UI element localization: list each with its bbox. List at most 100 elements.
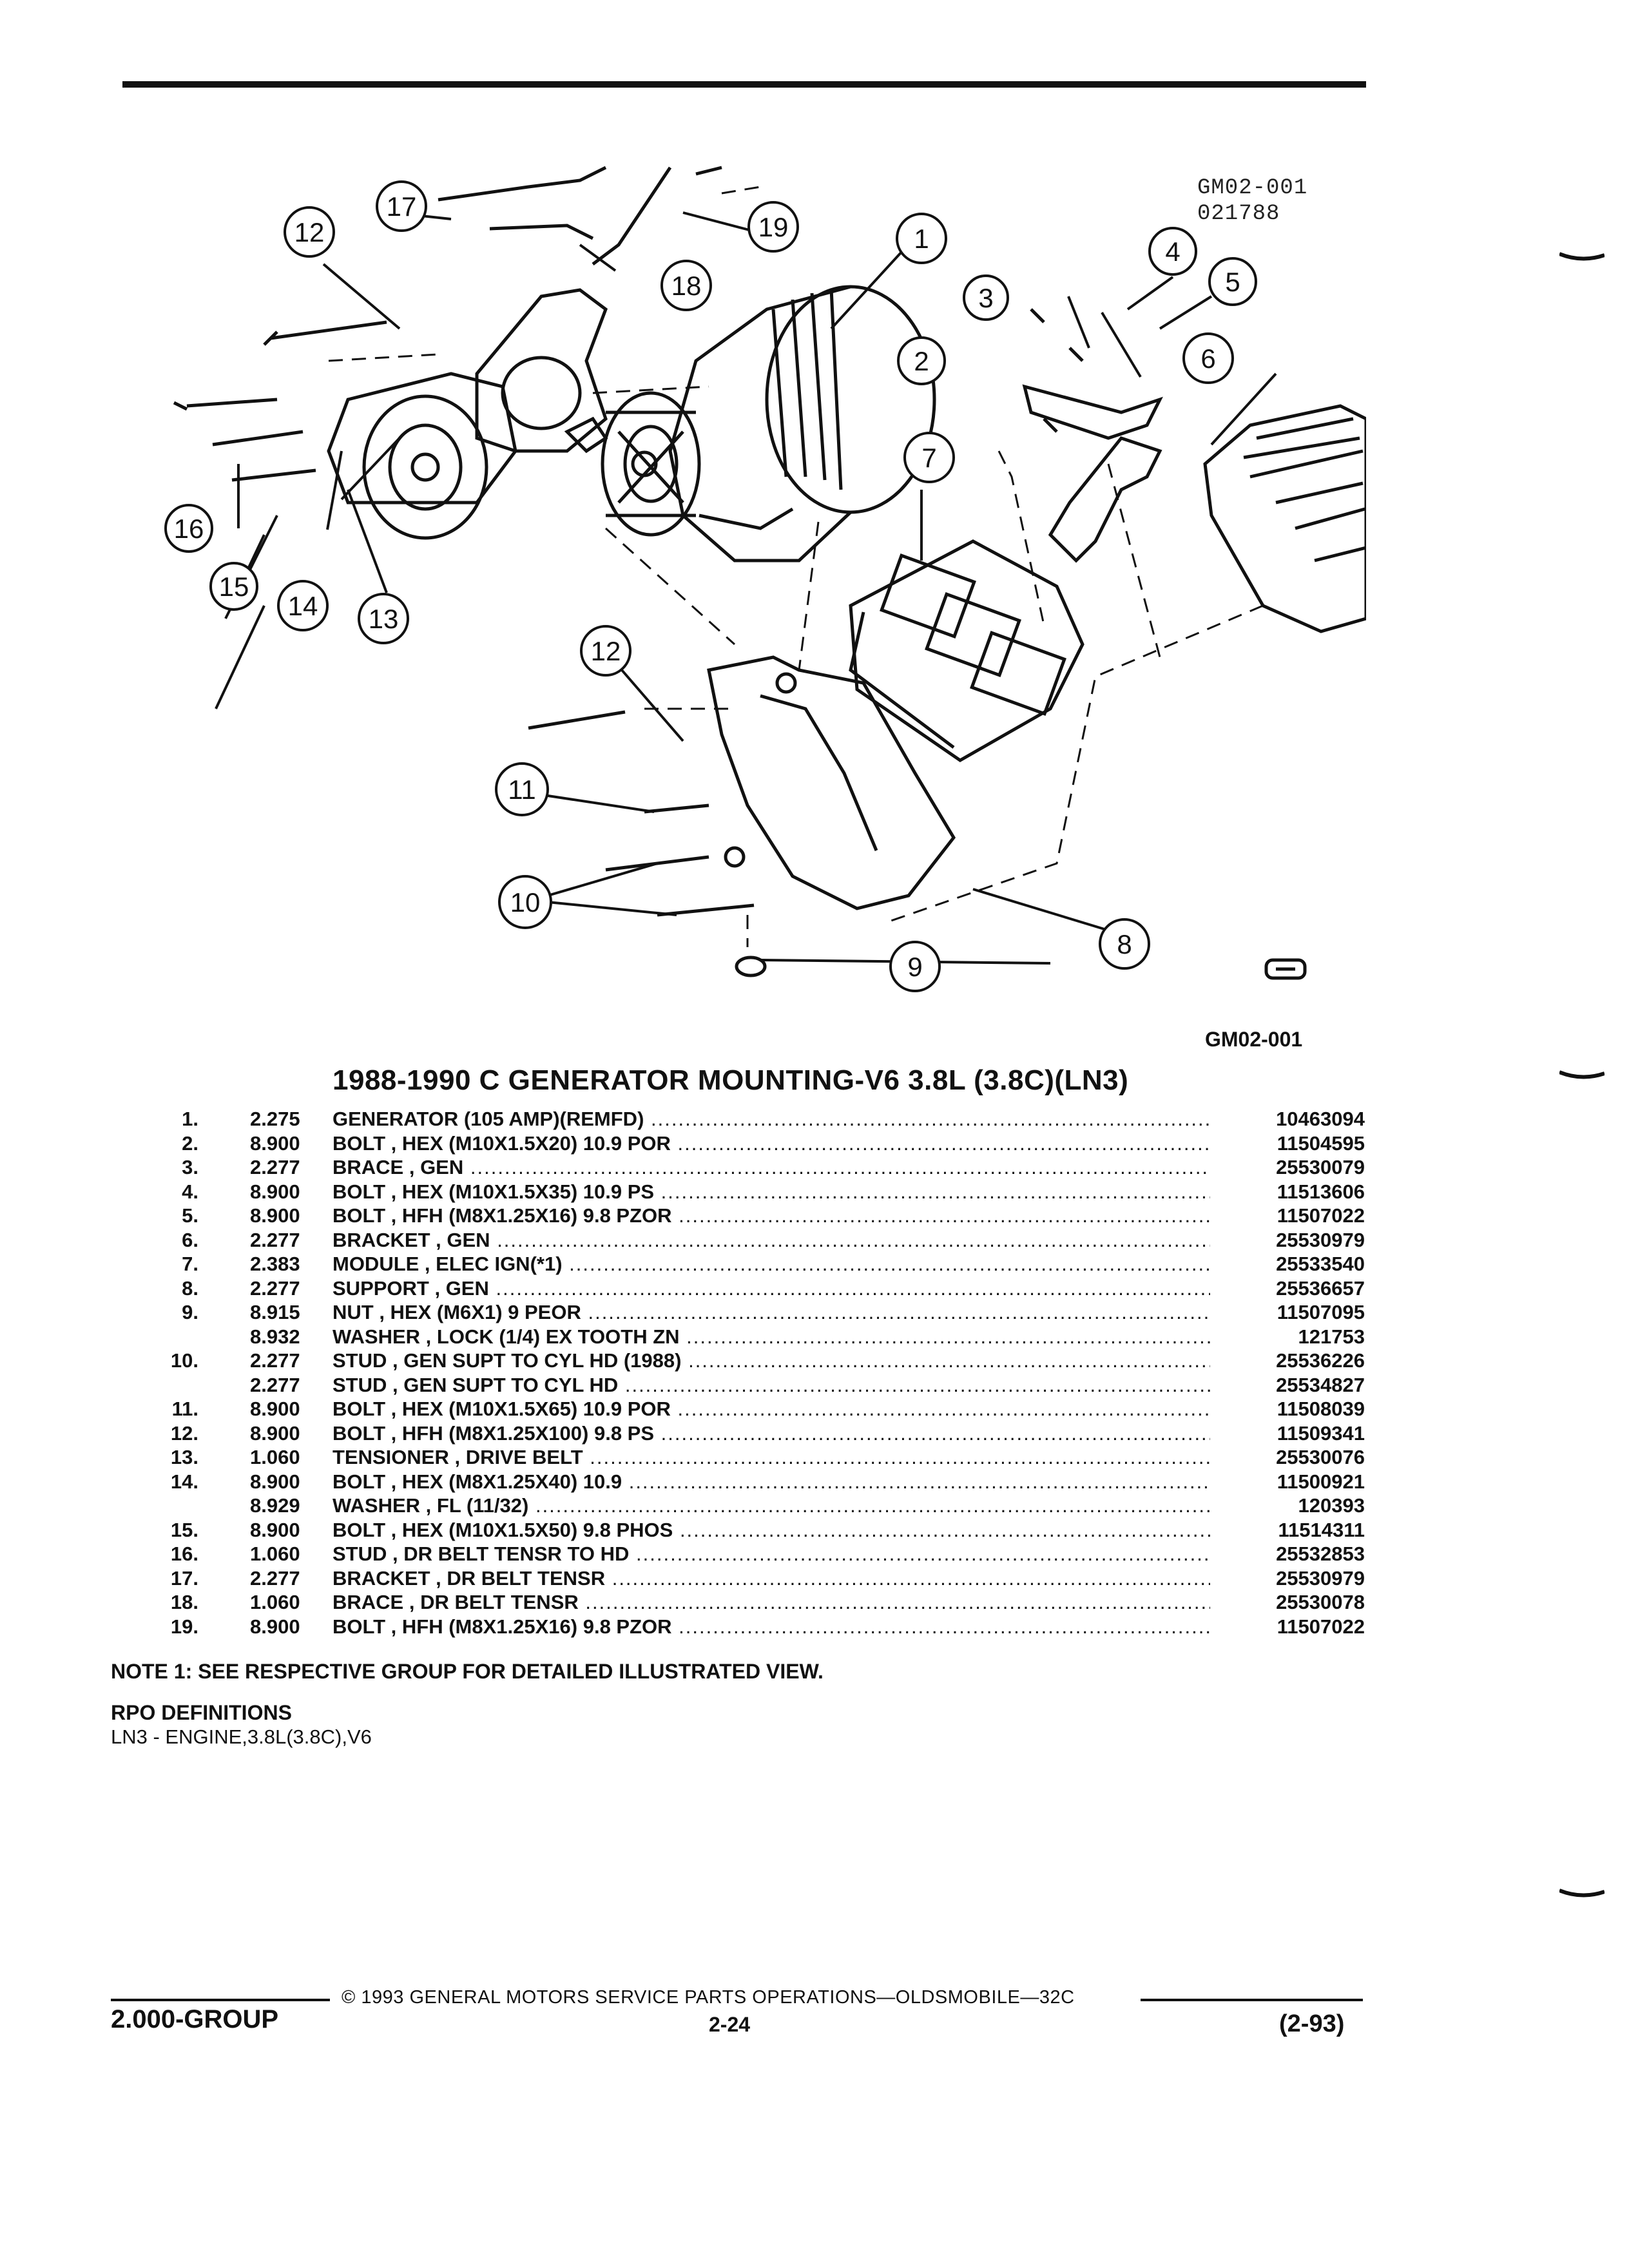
part-number-index: 1. (182, 1108, 198, 1130)
margin-mark (1559, 1070, 1605, 1079)
margin-mark (1559, 1888, 1605, 1898)
part-number-index: 3. (182, 1156, 198, 1178)
part-number-index: 16. (170, 1542, 198, 1565)
svg-text:10: 10 (510, 887, 541, 918)
part-number: 121753 (1298, 1325, 1365, 1348)
part-description: STUD , GEN SUPT TO CYL HD (333, 1373, 1210, 1397)
part-description: BRACE , GEN (333, 1155, 1210, 1179)
part-number: 25536657 (1276, 1276, 1365, 1300)
drawing-code-bottom: GM02-001 (1205, 1028, 1303, 1051)
rpo-definition: LN3 - ENGINE,3.8L(3.8C),V6 (111, 1725, 372, 1748)
group-number: 2.277 (250, 1566, 300, 1590)
part-number: 10463094 (1276, 1108, 1365, 1130)
svg-text:5: 5 (1225, 267, 1240, 297)
part-number-index: 13. (170, 1446, 198, 1468)
part-number: 25533540 (1276, 1253, 1365, 1275)
part-number: 25532853 (1276, 1542, 1365, 1565)
part-number: 11508039 (1277, 1398, 1365, 1420)
part-description: BRACE , DR BELT TENSR (333, 1590, 1210, 1614)
part-number-index: 8. (182, 1276, 198, 1300)
parts-row: 12. 8.900 BOLT , HFH (M8X1.25X100) 9.8 PS 1… (147, 1421, 1365, 1446)
group-number: 8.900 (250, 1180, 300, 1203)
parts-row: 8. 2.277 SUPPORT , GEN 25536657 (147, 1276, 1365, 1301)
tensioner-drawing (327, 288, 608, 540)
svg-text:12: 12 (591, 636, 621, 666)
svg-text:12: 12 (294, 217, 325, 247)
footer-date: (2-93) (1279, 2010, 1345, 2037)
part-description: BOLT , HEX (M10X1.5X35) 10.9 PS (333, 1180, 1210, 1204)
part-number-index: 9. (182, 1301, 198, 1323)
part-number-index: 5. (182, 1204, 198, 1227)
footer-page-number: 2-24 (709, 2013, 751, 2036)
footer-rule-right (1141, 1999, 1363, 2001)
group-number: 8.929 (250, 1494, 300, 1517)
part-number: 11513606 (1277, 1180, 1365, 1203)
ignition-module-drawing (849, 539, 1084, 762)
group-number: 2.277 (250, 1276, 300, 1300)
exploded-parts-diagram: 1 2 3 4 5 6 7 8 9 10 11 12 12 13 14 15 1… (164, 166, 1366, 992)
group-number: 8.900 (250, 1204, 300, 1227)
rpo-heading: RPO DEFINITIONS (111, 1701, 292, 1724)
bracket-drawing (438, 166, 1163, 563)
callout-13: 13 (358, 593, 409, 644)
part-description: BOLT , HEX (M8X1.25X40) 10.9 (333, 1470, 1210, 1494)
part-number-index: 18. (170, 1591, 198, 1613)
part-number: 11509341 (1277, 1421, 1365, 1445)
callout-5: 5 (1208, 257, 1257, 306)
part-description: BRACKET , DR BELT TENSR (333, 1566, 1210, 1590)
part-description: STUD , GEN SUPT TO CYL HD (1988) (333, 1349, 1210, 1372)
group-number: 8.900 (250, 1131, 300, 1155)
part-number-index: 6. (182, 1228, 198, 1251)
svg-text:17: 17 (387, 191, 417, 222)
part-number-index: 12. (170, 1421, 198, 1445)
parts-list: 1. 2.275 GENERATOR (105 AMP)(REMFD) 1046309… (147, 1107, 1365, 1639)
part-number-index: 15. (170, 1518, 198, 1541)
part-number-index: 4. (182, 1180, 198, 1203)
callout-12-upper: 12 (284, 206, 335, 258)
group-number: 8.915 (250, 1301, 300, 1323)
part-number: 11500921 (1277, 1470, 1365, 1493)
drawing-date: 021788 (1197, 202, 1280, 226)
callout-10: 10 (498, 875, 552, 929)
svg-text:7: 7 (921, 443, 936, 473)
svg-text:9: 9 (907, 952, 922, 982)
part-number: 25530979 (1276, 1566, 1365, 1590)
part-description: BOLT , HFH (M8X1.25X16) 9.8 PZOR (333, 1204, 1210, 1227)
parts-row: 4. 8.900 BOLT , HEX (M10X1.5X35) 10.9 PS 11… (147, 1180, 1365, 1204)
group-number: 2.277 (250, 1156, 300, 1178)
logo-mark (1264, 958, 1307, 980)
part-description: BOLT , HFH (M8X1.25X100) 9.8 PS (333, 1421, 1210, 1445)
group-number: 2.275 (250, 1108, 300, 1130)
svg-text:14: 14 (288, 591, 318, 621)
group-number: 8.900 (250, 1421, 300, 1445)
part-description: BRACKET , GEN (333, 1228, 1210, 1252)
group-number: 2.277 (250, 1373, 300, 1396)
drawing-code-block: GM02-001 021788 (1197, 175, 1307, 227)
svg-text:6: 6 (1200, 343, 1215, 374)
part-number: 120393 (1298, 1494, 1365, 1517)
svg-text:3: 3 (978, 283, 993, 313)
svg-text:11: 11 (508, 774, 536, 805)
callout-16: 16 (164, 504, 213, 553)
callout-18: 18 (660, 260, 712, 311)
callout-9: 9 (889, 941, 941, 992)
part-description: SUPPORT , GEN (333, 1276, 1210, 1300)
part-number: 25530076 (1276, 1446, 1365, 1468)
part-number: 11507095 (1277, 1301, 1365, 1323)
callout-19: 19 (747, 201, 799, 253)
part-description: GENERATOR (105 AMP)(REMFD) (333, 1107, 1210, 1131)
part-number-index: 19. (170, 1615, 198, 1638)
callout-1: 1 (896, 213, 947, 264)
part-description: BOLT , HFH (M8X1.25X16) 9.8 PZOR (333, 1615, 1210, 1639)
callout-6: 6 (1182, 332, 1234, 384)
part-number-index: 10. (170, 1349, 198, 1372)
